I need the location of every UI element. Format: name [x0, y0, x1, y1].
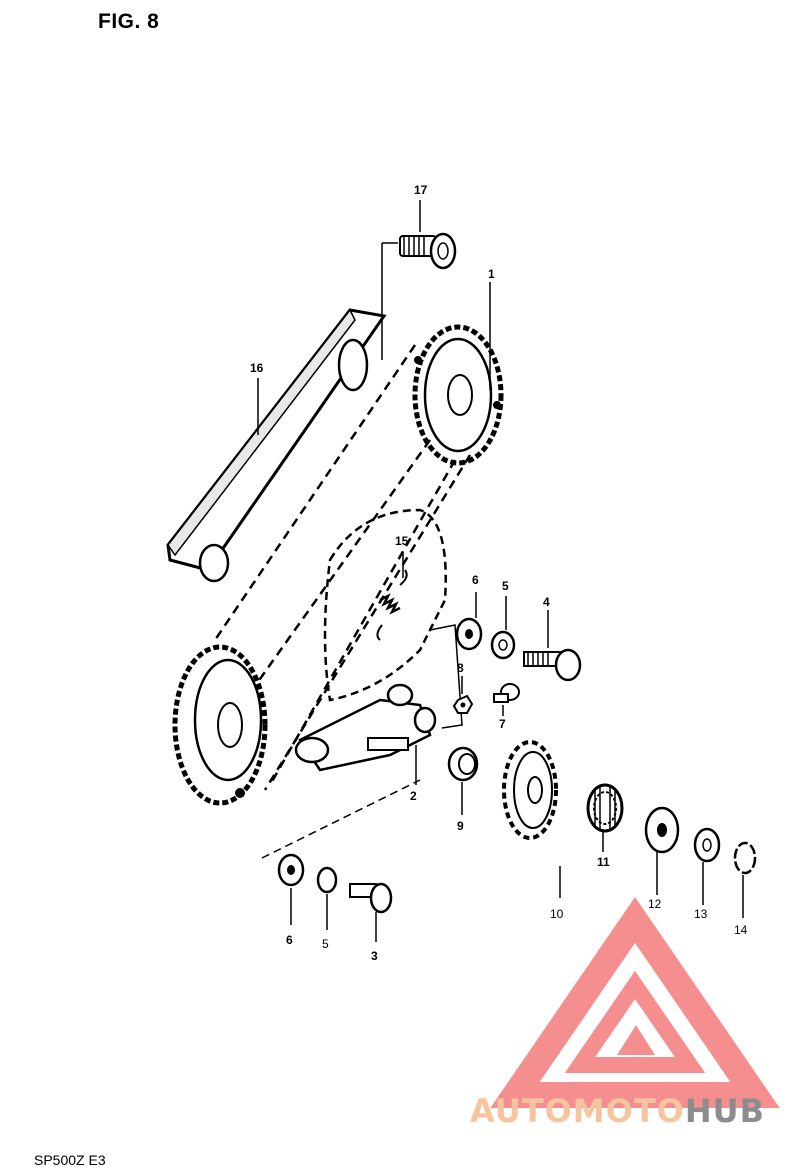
part-1-upper-sprocket — [412, 324, 504, 466]
label-8: 8 — [457, 661, 464, 675]
part-2-leader — [415, 624, 463, 785]
part-5-washer-lower — [316, 866, 338, 894]
part-9-collar — [447, 746, 479, 782]
label-14: 14 — [734, 923, 748, 937]
part-3-bolt — [349, 882, 393, 914]
label-1: 1 — [488, 267, 495, 281]
label-4: 4 — [543, 595, 550, 609]
part-12-washer — [644, 806, 680, 854]
label-3: 3 — [371, 949, 378, 963]
label-13: 13 — [694, 907, 708, 921]
label-5-lower: 5 — [322, 937, 329, 951]
part-15-spring — [376, 569, 408, 641]
part-10-sprocket — [502, 740, 558, 840]
part-3-5-6-leader — [261, 779, 421, 859]
label-16: 16 — [250, 361, 264, 375]
label-9: 9 — [457, 819, 464, 833]
part-6-washer-lower — [277, 853, 305, 887]
part-4-bolt — [523, 648, 582, 682]
part-8-nut — [452, 694, 474, 714]
part-5-washer — [490, 630, 516, 660]
label-17: 17 — [414, 183, 428, 197]
label-7: 7 — [499, 717, 506, 731]
watermark-moto: MOTO — [572, 1092, 685, 1130]
label-5-upper: 5 — [502, 579, 509, 593]
label-6-lower: 6 — [286, 933, 293, 947]
watermark-wordmark: AUTOMOTOHUB — [470, 1092, 765, 1130]
label-10: 10 — [550, 907, 564, 921]
part-13-washer — [693, 827, 721, 863]
part-11-bearing — [586, 783, 624, 833]
lower-sprocket — [172, 644, 268, 806]
watermark-hub: HUB — [684, 1092, 766, 1130]
label-6-upper: 6 — [472, 573, 479, 587]
cam-chain — [213, 344, 472, 791]
part-2-tensioner — [294, 683, 437, 772]
part-7-pin — [493, 683, 520, 703]
footer-model-code: SP500Z E3 — [34, 1152, 106, 1168]
tensioner-blade — [323, 508, 447, 702]
watermark-logo — [490, 897, 780, 1108]
part-14-circlip — [733, 841, 757, 875]
label-2: 2 — [410, 789, 417, 803]
part-17-leader — [381, 200, 421, 360]
figure-title: FIG. 8 — [98, 10, 160, 33]
watermark-auto: AUTO — [470, 1092, 573, 1130]
label-11: 11 — [597, 855, 610, 869]
label-12: 12 — [648, 897, 662, 911]
part-16-chain-guide — [166, 308, 387, 583]
part-6-washer — [455, 617, 483, 651]
part-17-bolt — [399, 232, 457, 270]
label-15: 15 — [395, 534, 409, 548]
